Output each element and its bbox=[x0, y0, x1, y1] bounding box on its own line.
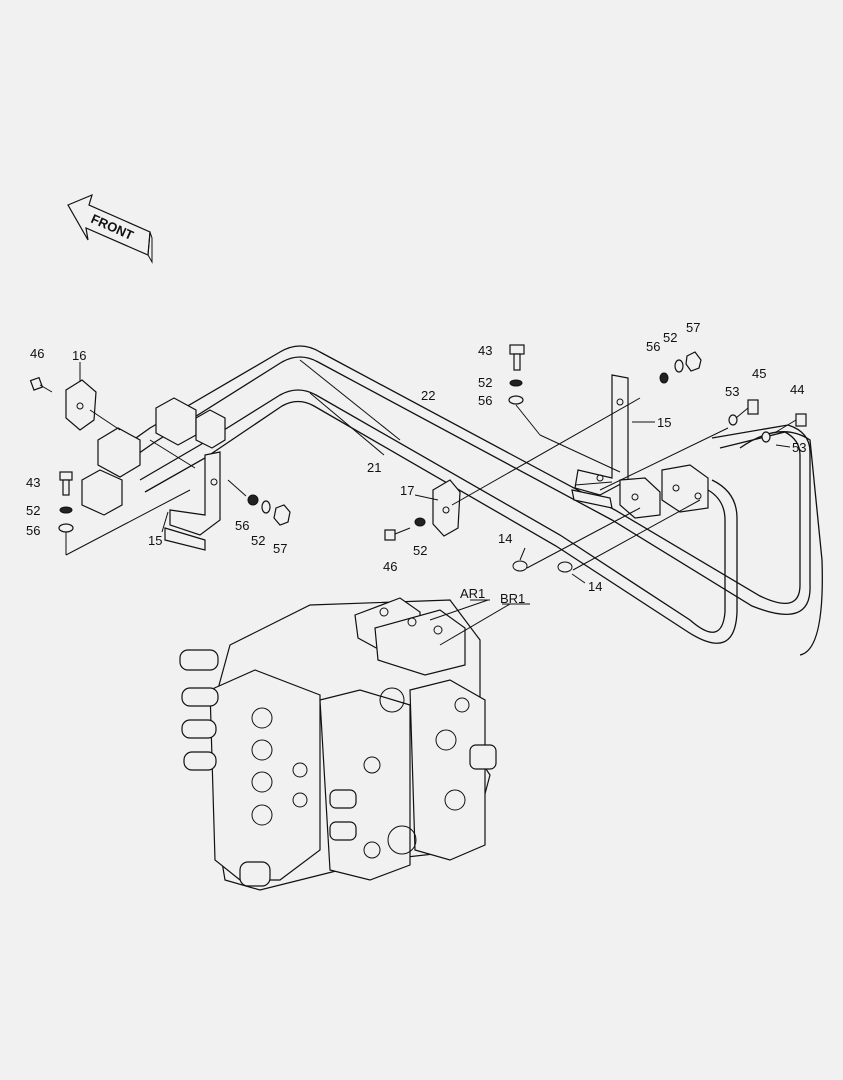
callout-52: 52 bbox=[26, 503, 40, 518]
control-valve bbox=[179, 597, 497, 891]
callout-53: 53 bbox=[792, 440, 806, 455]
callout-56: 56 bbox=[235, 518, 249, 533]
callout-46: 46 bbox=[30, 346, 44, 361]
callout-15: 15 bbox=[657, 415, 671, 430]
bolt-43-left bbox=[58, 471, 74, 533]
callout-52: 52 bbox=[478, 375, 492, 390]
bracket-15-right bbox=[571, 374, 629, 509]
callout-57: 57 bbox=[273, 541, 287, 556]
callout-44: 44 bbox=[790, 382, 804, 397]
callout-46: 46 bbox=[383, 559, 397, 574]
bolt-46-center bbox=[384, 517, 426, 541]
callout-16: 16 bbox=[72, 348, 86, 363]
callout-AR1: AR1 bbox=[460, 586, 485, 601]
callout-17: 17 bbox=[400, 483, 414, 498]
callout-15: 15 bbox=[148, 533, 162, 548]
clamp-plate-16 bbox=[65, 379, 97, 431]
leader-lines bbox=[65, 359, 791, 646]
bolt-46-left bbox=[29, 376, 53, 393]
callout-43: 43 bbox=[26, 475, 40, 490]
callout-21: 21 bbox=[367, 460, 381, 475]
callout-labels: 46 16 43 52 56 15 56 52 57 22 21 17 46 5… bbox=[26, 320, 806, 606]
front-arrow: FRONT bbox=[67, 193, 153, 264]
bracket-15-left bbox=[164, 451, 221, 551]
callout-52: 52 bbox=[251, 533, 265, 548]
callout-52: 52 bbox=[413, 543, 427, 558]
o-rings-14 bbox=[512, 560, 573, 573]
callout-53: 53 bbox=[725, 384, 739, 399]
pipe-flanges bbox=[619, 464, 709, 519]
callout-BR1: BR1 bbox=[500, 591, 525, 606]
callout-45: 45 bbox=[752, 366, 766, 381]
left-clamp-blocks bbox=[81, 397, 226, 516]
clamp-plate-17 bbox=[432, 479, 461, 537]
hardware-right-stack bbox=[659, 351, 807, 443]
bolt-43-top bbox=[508, 344, 525, 405]
hardware-left-stack bbox=[247, 494, 291, 526]
callout-52: 52 bbox=[663, 330, 677, 345]
callout-22: 22 bbox=[421, 388, 435, 403]
callout-56: 56 bbox=[26, 523, 40, 538]
callout-43: 43 bbox=[478, 343, 492, 358]
callout-56: 56 bbox=[646, 339, 660, 354]
callout-56: 56 bbox=[478, 393, 492, 408]
callout-14: 14 bbox=[498, 531, 512, 546]
callout-14: 14 bbox=[588, 579, 602, 594]
callout-57: 57 bbox=[686, 320, 700, 335]
